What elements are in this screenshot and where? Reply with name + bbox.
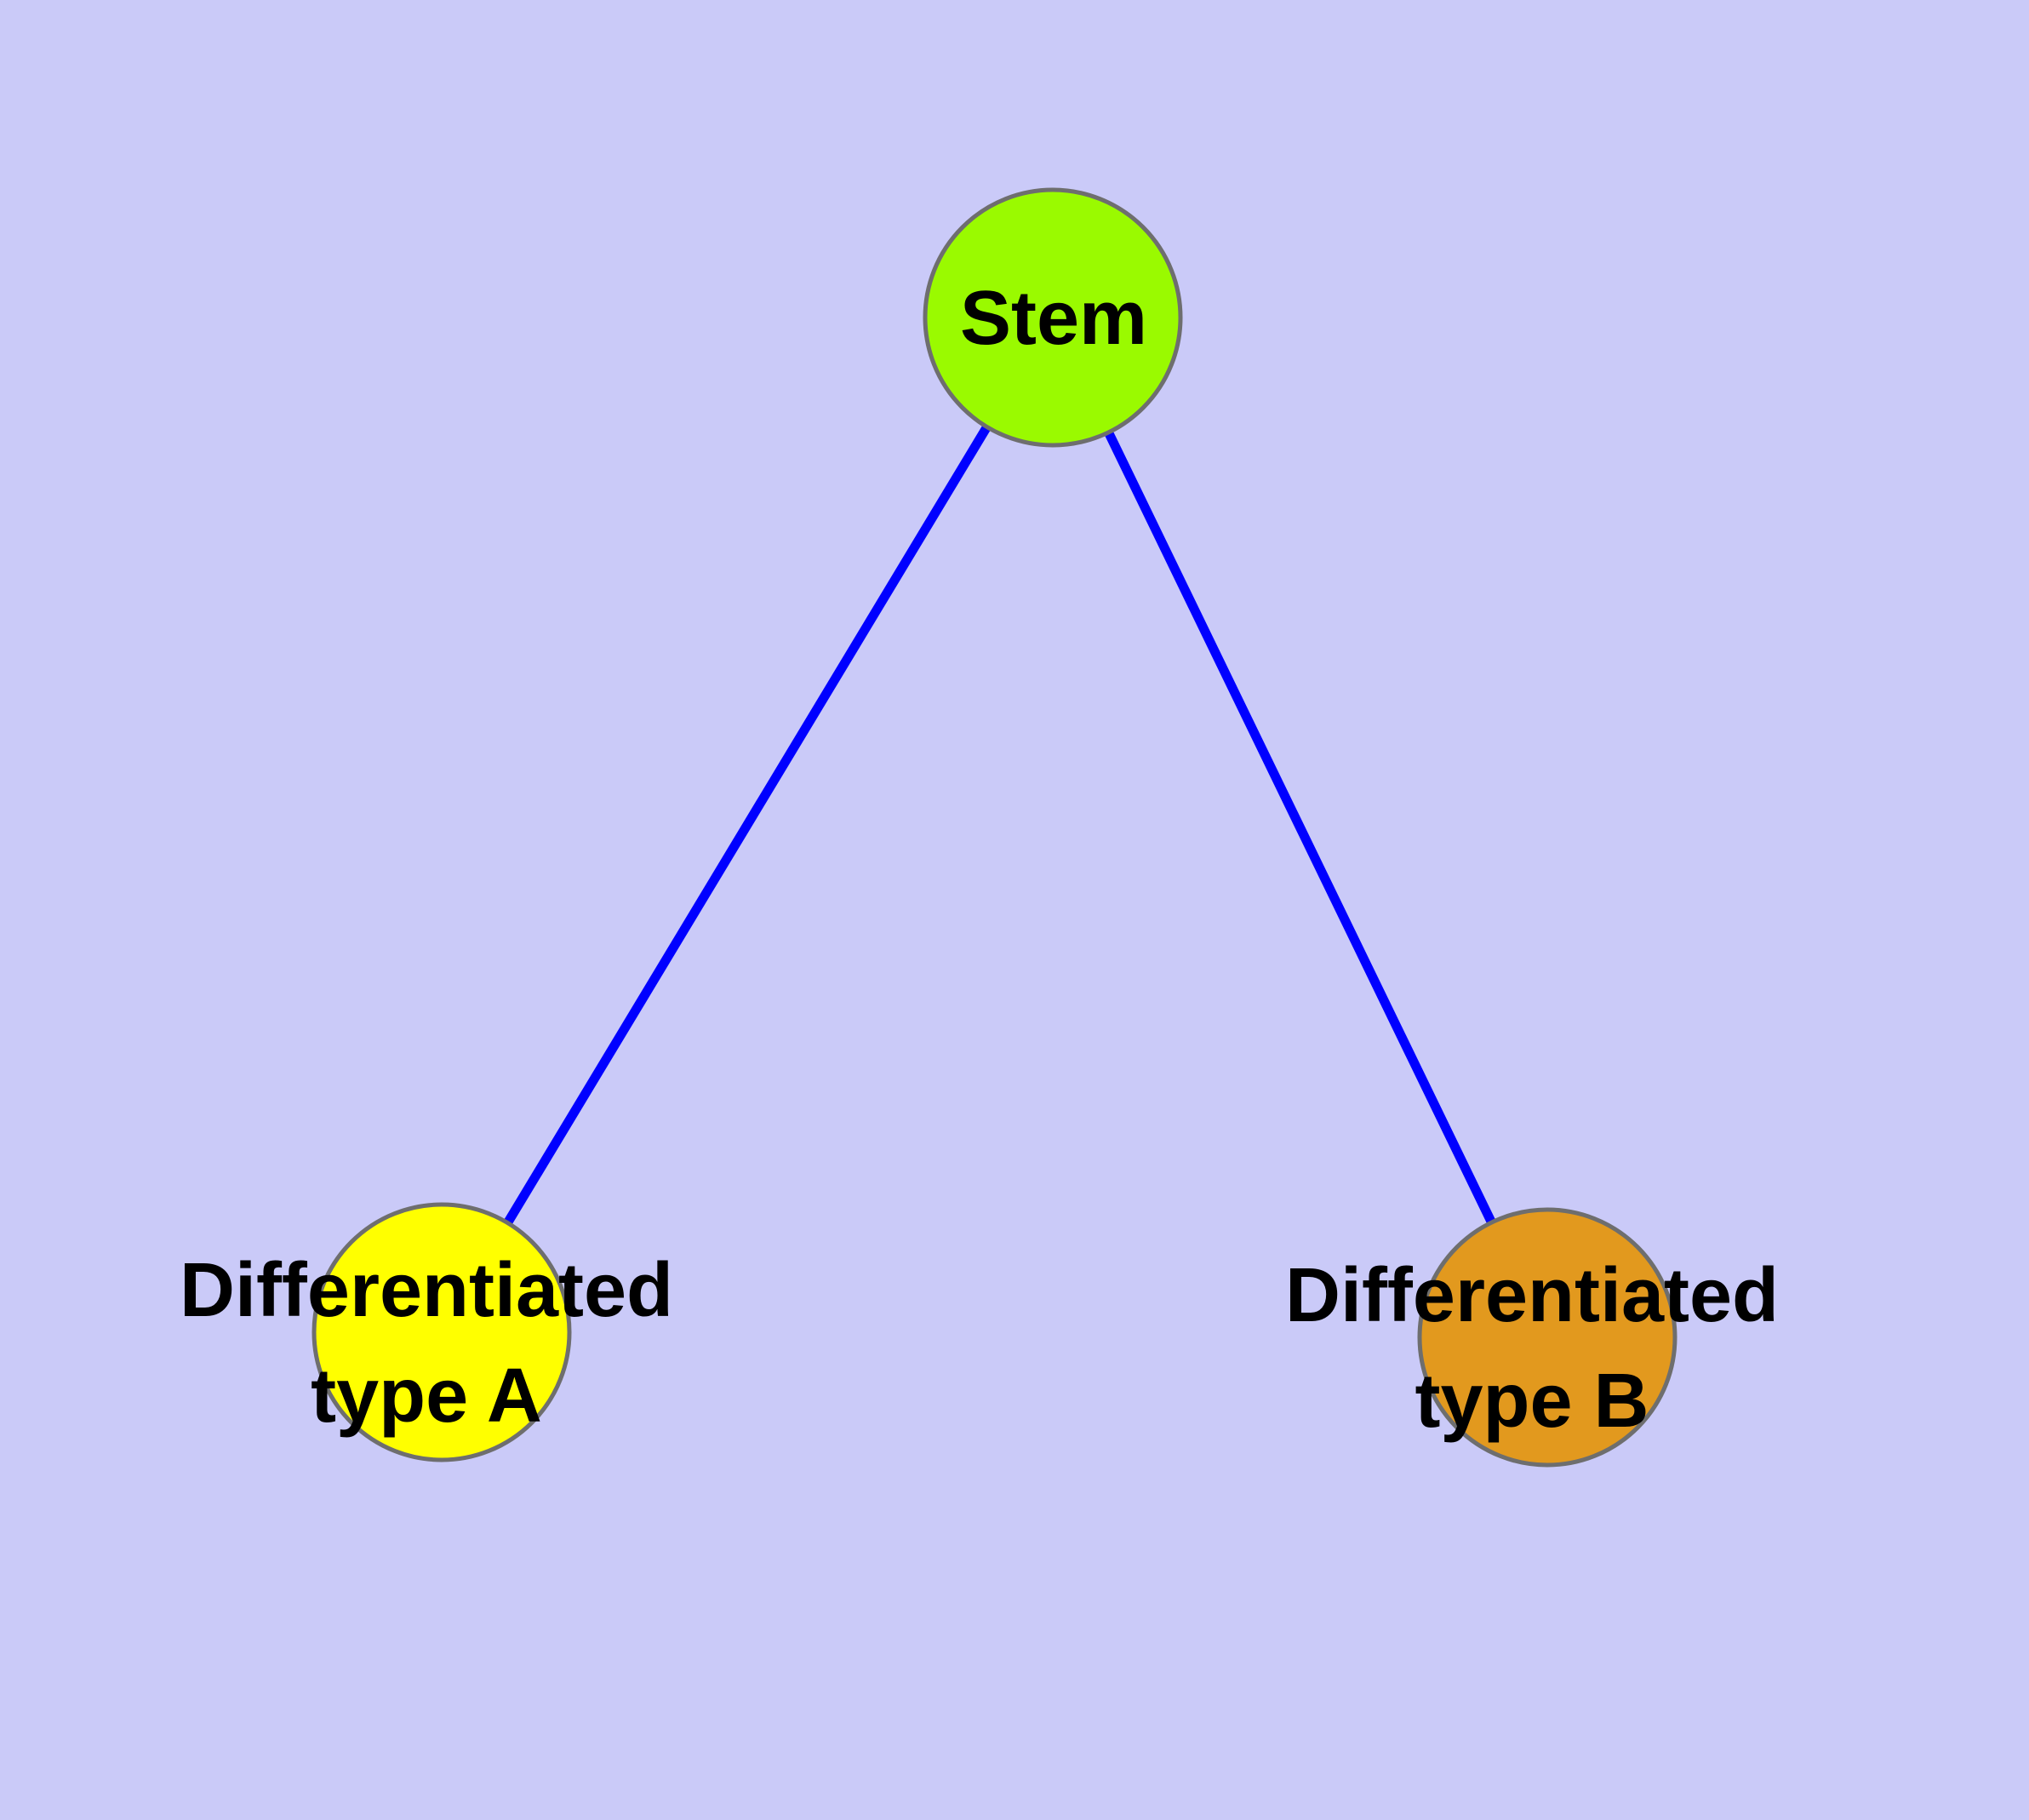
node-label-type-a-line2: type A bbox=[311, 1354, 542, 1439]
edge-stem-to-type-a bbox=[437, 315, 1057, 1335]
node-label-stem: Stem bbox=[960, 276, 1147, 361]
node-stem bbox=[923, 187, 1183, 448]
node-label-type-a-line1: Differentiated bbox=[180, 1248, 673, 1333]
edge-stem-to-type-b bbox=[1049, 315, 1552, 1340]
node-label-type-b-line2: type B bbox=[1415, 1359, 1649, 1444]
node-differentiated-type-b bbox=[1417, 1207, 1677, 1468]
node-differentiated-type-a bbox=[311, 1202, 572, 1462]
node-label-type-b-line1: Differentiated bbox=[1285, 1253, 1779, 1338]
